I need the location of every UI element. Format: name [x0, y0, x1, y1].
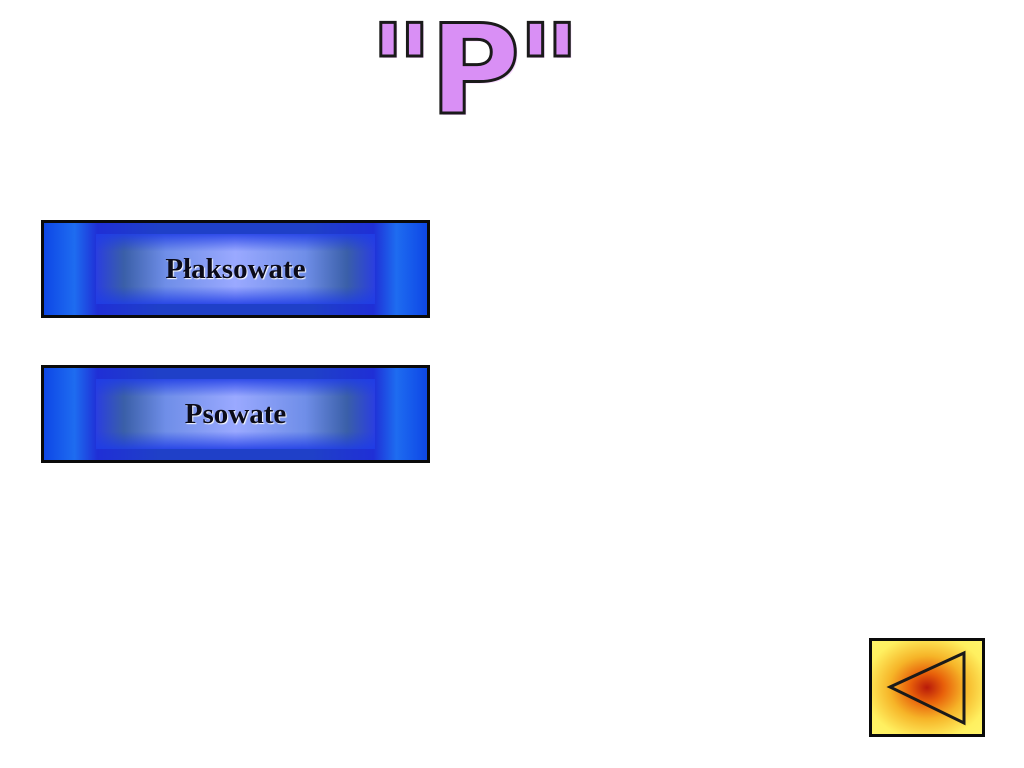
button-highlight	[96, 234, 375, 304]
plaksowate-label: Płaksowate	[165, 252, 306, 285]
page-title: "P"	[367, 0, 582, 143]
psowate-label: Psowate	[184, 397, 287, 430]
triangle-left-icon	[886, 650, 966, 726]
plaksowate-button[interactable]: Płaksowate	[41, 220, 430, 318]
back-button[interactable]	[869, 638, 985, 737]
button-highlight	[96, 379, 375, 449]
psowate-button[interactable]: Psowate	[41, 365, 430, 463]
